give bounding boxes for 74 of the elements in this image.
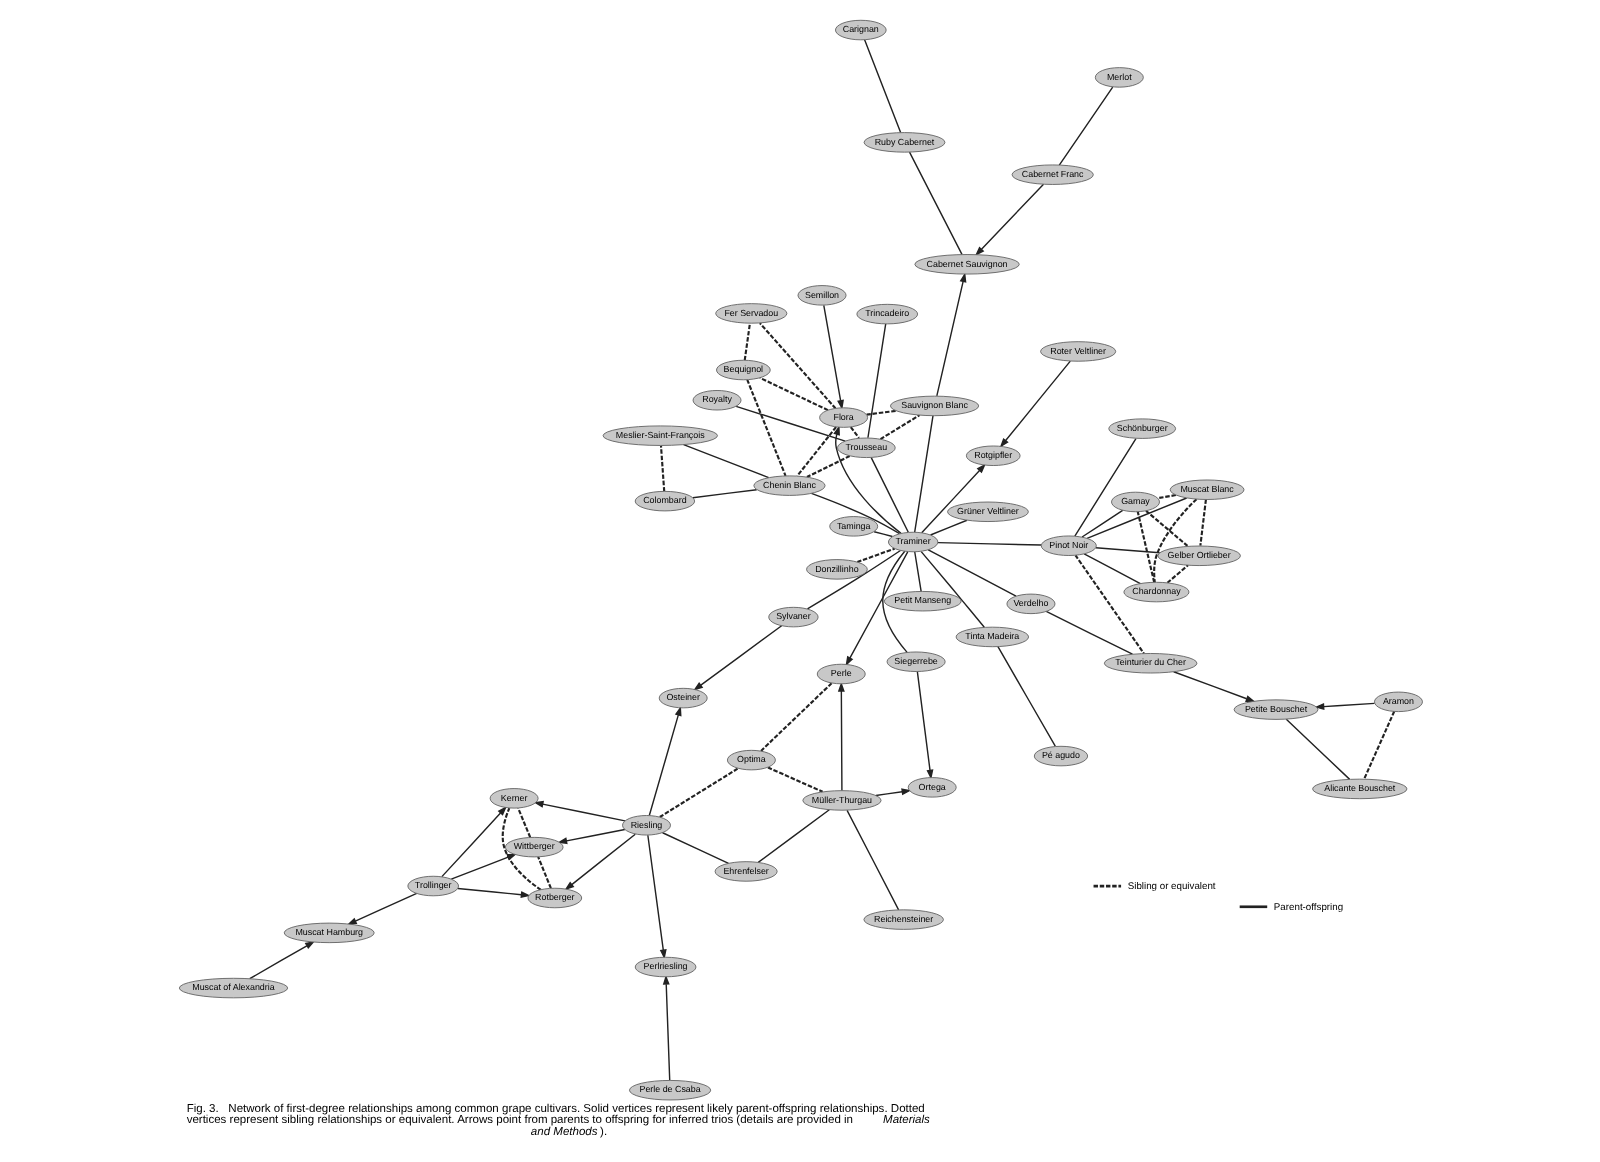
connector bbox=[996, 646, 1055, 747]
connector bbox=[872, 531, 893, 538]
arrow bbox=[661, 974, 670, 1081]
connector bbox=[766, 766, 823, 793]
connector bbox=[1073, 554, 1144, 655]
connector bbox=[1080, 509, 1123, 538]
arrow bbox=[556, 828, 625, 845]
connector bbox=[856, 547, 895, 564]
arrow bbox=[920, 463, 985, 534]
arrow bbox=[647, 705, 681, 816]
connector bbox=[907, 151, 962, 256]
connector bbox=[658, 767, 738, 818]
connector bbox=[1057, 86, 1113, 166]
arrow bbox=[345, 892, 417, 925]
arrow bbox=[440, 806, 506, 878]
arrow bbox=[456, 887, 530, 899]
arrow bbox=[563, 833, 635, 891]
connector bbox=[536, 856, 551, 889]
connector bbox=[878, 414, 920, 440]
connector bbox=[866, 323, 886, 439]
connector bbox=[1082, 553, 1141, 585]
arrow bbox=[935, 272, 966, 397]
arrow bbox=[822, 304, 843, 410]
connector bbox=[1165, 564, 1188, 584]
arrow bbox=[844, 551, 908, 667]
connector bbox=[758, 376, 828, 412]
arrow bbox=[248, 941, 315, 980]
connector bbox=[1152, 498, 1197, 583]
connector bbox=[805, 455, 850, 478]
connector bbox=[926, 549, 1016, 597]
arrow bbox=[874, 788, 911, 797]
connector bbox=[848, 426, 859, 439]
connector bbox=[742, 323, 750, 361]
connector bbox=[881, 550, 907, 654]
connector bbox=[734, 405, 845, 442]
arrow bbox=[1171, 671, 1255, 703]
connector bbox=[912, 415, 933, 533]
arrow bbox=[1313, 702, 1375, 711]
connector bbox=[660, 832, 729, 864]
connector bbox=[862, 39, 901, 134]
connector bbox=[745, 379, 786, 477]
connector bbox=[795, 426, 836, 477]
connector bbox=[1198, 499, 1206, 546]
connector bbox=[500, 807, 541, 891]
arrow bbox=[915, 670, 933, 780]
connector bbox=[869, 456, 908, 533]
connector bbox=[759, 682, 832, 752]
connector bbox=[1362, 711, 1395, 780]
connector bbox=[1156, 494, 1176, 500]
arrow bbox=[532, 800, 625, 822]
connector bbox=[756, 809, 830, 864]
connector bbox=[845, 809, 899, 911]
connector bbox=[516, 807, 531, 838]
connector bbox=[865, 409, 896, 416]
arrow bbox=[692, 625, 782, 691]
arrow bbox=[646, 834, 666, 960]
connector bbox=[1073, 437, 1136, 537]
arrow bbox=[836, 681, 844, 792]
connector bbox=[919, 550, 984, 628]
connector bbox=[1135, 511, 1155, 583]
connector bbox=[936, 541, 1042, 546]
connector bbox=[1085, 497, 1187, 540]
connector bbox=[1094, 547, 1160, 554]
connector bbox=[658, 445, 665, 492]
connector bbox=[913, 551, 921, 593]
connector bbox=[1044, 610, 1133, 655]
connector bbox=[758, 322, 836, 410]
arrow bbox=[973, 183, 1044, 257]
arrow bbox=[998, 360, 1070, 448]
connector bbox=[928, 519, 967, 536]
connector bbox=[691, 489, 757, 499]
connector bbox=[1284, 718, 1350, 781]
connector bbox=[1144, 510, 1188, 548]
connector bbox=[681, 444, 769, 479]
